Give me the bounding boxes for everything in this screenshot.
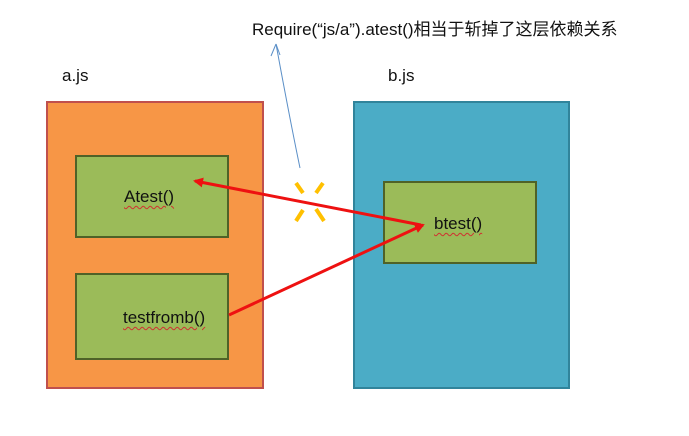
function-btest-label: btest() bbox=[434, 214, 483, 233]
cut-mark-icon bbox=[294, 181, 326, 223]
module-b-label: b.js bbox=[388, 66, 415, 85]
annotation-text: Require(“js/a”).atest()相当于斩掉了这层依赖关系 bbox=[252, 20, 618, 39]
arrow-btest-to-atest bbox=[193, 177, 422, 227]
annotation-arrow bbox=[270, 43, 301, 169]
function-testfromb-box bbox=[75, 273, 229, 360]
arrow-testfromb-to-btest bbox=[228, 223, 425, 317]
function-testfromb-label: testfromb() bbox=[123, 308, 206, 327]
module-a-label: a.js bbox=[62, 66, 89, 85]
function-atest-label: Atest() bbox=[124, 187, 175, 206]
function-atest-box bbox=[75, 155, 229, 238]
